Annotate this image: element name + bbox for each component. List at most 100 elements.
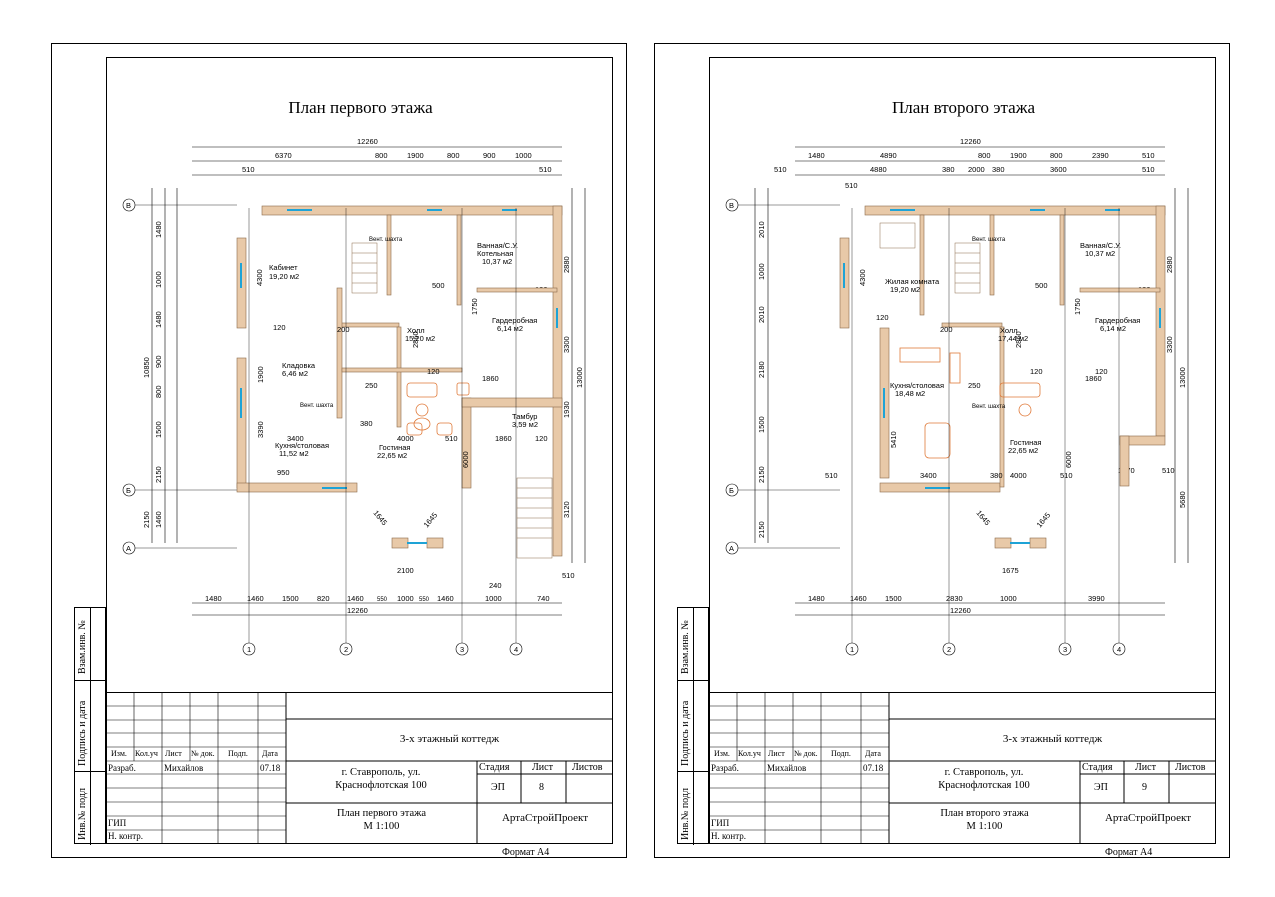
svg-text:12260: 12260 — [950, 606, 971, 615]
svg-text:12260: 12260 — [960, 137, 981, 146]
sheet-title: План первого этажа — [336, 808, 427, 819]
svg-text:2390: 2390 — [1092, 151, 1109, 160]
svg-text:1645: 1645 — [422, 511, 440, 530]
svg-text:800: 800 — [447, 151, 460, 160]
svg-text:2860: 2860 — [411, 331, 420, 348]
svg-text:Гостиная: Гостиная — [1010, 438, 1041, 447]
svg-text:Холл: Холл — [1000, 326, 1018, 335]
hdr-stadiya: Стадия — [479, 762, 510, 773]
svg-text:4300: 4300 — [858, 269, 867, 286]
svg-text:1750: 1750 — [470, 298, 479, 315]
svg-text:Кухня/столовая: Кухня/столовая — [890, 381, 944, 390]
sheet-scale: М 1:100 — [363, 821, 400, 832]
svg-text:1460: 1460 — [850, 594, 867, 603]
drawing-frame: План первого этажа 12260 6370 800 1900 8… — [106, 57, 613, 844]
svg-text:1480: 1480 — [154, 221, 163, 238]
axis-a: А — [126, 544, 131, 553]
svg-text:1900: 1900 — [1010, 151, 1027, 160]
svg-text:250: 250 — [365, 381, 378, 390]
svg-text:800: 800 — [375, 151, 388, 160]
svg-text:1460: 1460 — [154, 511, 163, 528]
svg-text:2860: 2860 — [1014, 331, 1023, 348]
stage-value: ЭП — [1094, 782, 1108, 793]
hdr-ndok: № док. — [191, 749, 215, 758]
razrab-label: Разраб. — [711, 763, 739, 773]
svg-text:4300: 4300 — [255, 269, 264, 286]
hdr-list2: Лист — [1135, 762, 1156, 773]
svg-text:4000: 4000 — [1010, 471, 1027, 480]
svg-text:120: 120 — [1095, 367, 1108, 376]
svg-text:2: 2 — [344, 645, 348, 654]
svg-text:3120: 3120 — [562, 501, 571, 518]
svg-text:Тамбур: Тамбур — [512, 412, 537, 421]
side-strip: Взам.инв. № Подпись и дата Инв.№ подл — [677, 607, 709, 845]
side-label-vzam: Взам.инв. № — [680, 620, 691, 674]
hdr-data: Дата — [262, 749, 278, 758]
svg-text:1645: 1645 — [371, 509, 389, 528]
svg-text:Вент. шахта: Вент. шахта — [300, 403, 334, 409]
project-name: 3-х этажный коттедж — [399, 733, 500, 745]
plan-title: План второго этажа — [891, 98, 1036, 117]
floor-plan-2: 12260 1480 4890 800 1900 800 2390 510 51… — [725, 137, 1189, 656]
side-label-podp: Подпись и дата — [680, 700, 691, 766]
svg-text:10,37 м2: 10,37 м2 — [1085, 249, 1115, 258]
svg-text:510: 510 — [845, 181, 858, 190]
svg-text:6,14 м2: 6,14 м2 — [497, 324, 523, 333]
svg-text:900: 900 — [154, 355, 163, 368]
nkontr-label: Н. контр. — [711, 831, 747, 841]
svg-text:1480: 1480 — [205, 594, 222, 603]
svg-text:3300: 3300 — [562, 336, 571, 353]
svg-text:510: 510 — [242, 165, 255, 174]
svg-text:10850: 10850 — [142, 357, 151, 378]
org-name: АртаСтройПроект — [1104, 812, 1192, 824]
drawing-frame: План второго этажа 12260 1480 4890 800 1… — [709, 57, 1216, 844]
svg-text:1000: 1000 — [515, 151, 532, 160]
svg-text:740: 740 — [537, 594, 550, 603]
hdr-list2: Лист — [532, 762, 553, 773]
svg-text:380: 380 — [992, 165, 1005, 174]
svg-text:1000: 1000 — [1000, 594, 1017, 603]
svg-text:2010: 2010 — [757, 221, 766, 238]
svg-text:800: 800 — [978, 151, 991, 160]
svg-text:6,14 м2: 6,14 м2 — [1100, 324, 1126, 333]
svg-text:800: 800 — [1050, 151, 1063, 160]
svg-text:200: 200 — [337, 325, 350, 334]
svg-text:500: 500 — [1035, 281, 1048, 290]
svg-text:2150: 2150 — [757, 466, 766, 483]
svg-text:2100: 2100 — [397, 566, 414, 575]
plan-title: План первого этажа — [288, 98, 433, 117]
developer-name: Михайлов — [767, 763, 807, 773]
svg-text:1645: 1645 — [1035, 511, 1053, 530]
svg-text:4890: 4890 — [880, 151, 897, 160]
svg-text:550: 550 — [419, 597, 430, 603]
svg-text:Кухня/столовая: Кухня/столовая — [275, 441, 329, 450]
hdr-data: Дата — [865, 749, 881, 758]
sheet-number: 9 — [1142, 782, 1147, 793]
date-value: 07.18 — [863, 763, 884, 773]
svg-text:3: 3 — [460, 645, 464, 654]
svg-text:1500: 1500 — [154, 421, 163, 438]
svg-text:4880: 4880 — [870, 165, 887, 174]
razrab-label: Разраб. — [108, 763, 136, 773]
hdr-list: Лист — [165, 749, 182, 758]
svg-text:Котельная: Котельная — [477, 249, 513, 258]
sheet-number: 8 — [539, 782, 544, 793]
svg-text:17,44 м2: 17,44 м2 — [998, 334, 1028, 343]
hdr-kol: Кол.уч — [738, 749, 761, 758]
svg-text:Гардеробная: Гардеробная — [1095, 316, 1140, 325]
svg-text:1900: 1900 — [256, 366, 265, 383]
svg-text:120: 120 — [876, 313, 889, 322]
svg-text:380: 380 — [942, 165, 955, 174]
svg-text:22,65 м2: 22,65 м2 — [377, 451, 407, 460]
side-label-inv: Инв.№ подл — [77, 788, 88, 840]
svg-text:2880: 2880 — [1165, 256, 1174, 273]
svg-text:4: 4 — [1117, 645, 1121, 654]
svg-text:1460: 1460 — [347, 594, 364, 603]
svg-text:15,20 м2: 15,20 м2 — [405, 334, 435, 343]
svg-text:510: 510 — [774, 165, 787, 174]
svg-text:800: 800 — [154, 385, 163, 398]
svg-text:5410: 5410 — [889, 431, 898, 448]
svg-text:2180: 2180 — [757, 361, 766, 378]
svg-text:3300: 3300 — [1165, 336, 1174, 353]
svg-text:Гостиная: Гостиная — [379, 443, 410, 452]
